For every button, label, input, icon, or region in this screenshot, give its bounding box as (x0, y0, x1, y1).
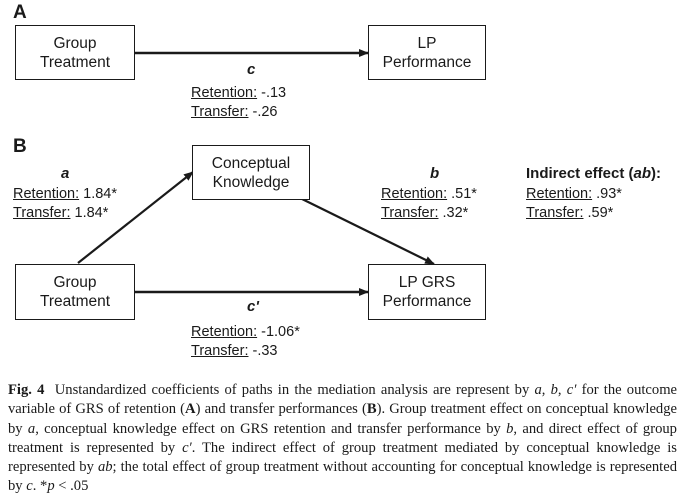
path-a-label: a (61, 165, 70, 182)
path-c-retention: Retention: -.13 (191, 85, 287, 101)
path-a-retention: Retention: 1.84* (13, 186, 118, 202)
path-c-label: c (247, 61, 256, 78)
path-b-retention: Retention: .51* (381, 186, 477, 202)
path-arrows (77, 49, 435, 296)
caption-fig-label: Fig. 4 (8, 382, 45, 398)
box-b-conceptual-knowledge: Conceptual Knowledge (192, 145, 310, 200)
arrow-a (77, 171, 194, 264)
path-a-transfer: Transfer: 1.84* (13, 205, 109, 221)
path-c-prime-transfer: Transfer: -.33 (191, 343, 278, 359)
arrow-b (299, 197, 435, 265)
path-c-prime-label: c' (247, 298, 259, 315)
path-b-label: b (430, 165, 440, 182)
path-c-prime-retention: Retention: -1.06* (191, 324, 300, 340)
path-c-transfer: Transfer: -.26 (191, 104, 278, 120)
indirect-effect-title: Indirect effect (ab): (526, 165, 662, 182)
panel-b-label: B (13, 136, 27, 157)
box-b-lp-grs-performance: LP GRS Performance (368, 264, 486, 320)
panel-a-label: A (13, 2, 27, 23)
box-b-group-treatment: Group Treatment (15, 264, 135, 320)
path-b-transfer: Transfer: .32* (381, 205, 469, 221)
box-a-group-treatment: Group Treatment (15, 25, 135, 80)
indirect-retention: Retention: .93* (526, 186, 622, 202)
indirect-transfer: Transfer: .59* (526, 205, 614, 221)
figure-caption: Fig. 4 Unstandardized coefficients of pa… (8, 382, 678, 495)
box-a-lp-performance: LP Performance (368, 25, 486, 80)
